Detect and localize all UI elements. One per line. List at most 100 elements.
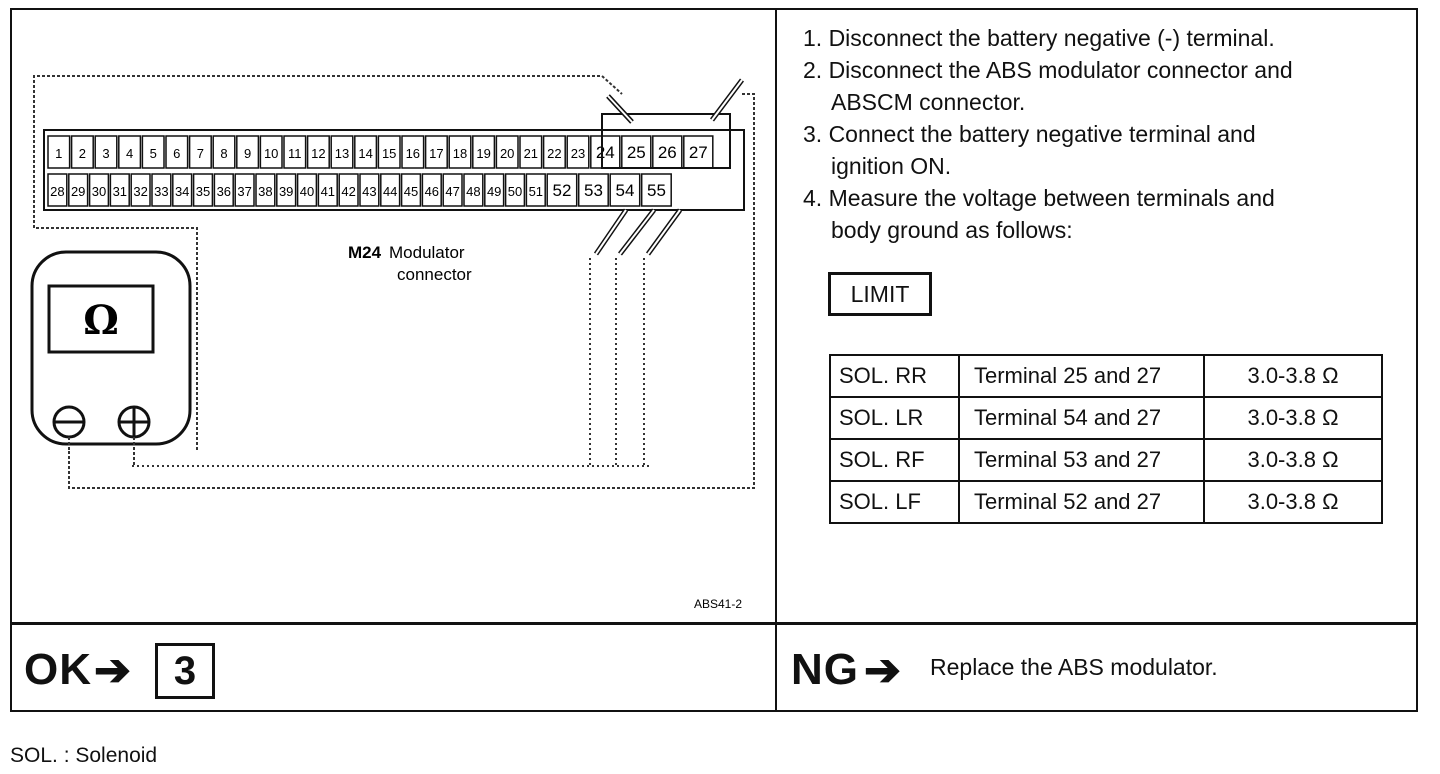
connector-pin-cell [317,173,338,207]
connector-pin-label: 24 [596,143,615,162]
ng-action: Replace the ABS modulator. [930,654,1218,680]
connector-pin-label: 4 [126,146,133,161]
connector-pin-cell [70,135,94,169]
connector-pin-cell [577,173,609,207]
connector-pin-cell [118,135,142,169]
connector-pin-cell [234,173,255,207]
ok-label: OK [24,645,92,694]
connector-pin-cell [448,135,472,169]
ng-arrow-icon: ➔ [864,646,902,695]
connector-pin-label: 5 [150,146,157,161]
connector-pin-cell [525,173,546,207]
connector-pin-label: 13 [335,146,349,161]
connector-pin-label: 27 [689,143,708,162]
resistance-limit-cell: 3.0-3.8 Ω [1203,438,1383,482]
connector-pin-label: 8 [220,146,227,161]
connector-pin-label: 37 [237,184,251,199]
connector-pin-label: 46 [425,184,439,199]
connector-pin-label: 25 [627,143,646,162]
connector-pin-cell [212,135,236,169]
connector-pin-label: 43 [362,184,376,199]
connector-pin-cell [94,135,118,169]
connector-pin-cell [377,135,401,169]
probe-lines [589,78,744,466]
connector-pin-label: 35 [196,184,210,199]
connector-pin-cell [421,173,442,207]
ng-label: NG [791,645,859,694]
connector-pin-cell [495,135,519,169]
connector-pin-cell [255,173,276,207]
connector-pin-label: 32 [133,184,147,199]
limit-label: LIMIT [828,272,932,316]
resistance-limit-cell: 3.0-3.8 Ω [1203,480,1383,524]
connector-pin-label: 7 [197,146,204,161]
connector-pin-label: 29 [71,184,85,199]
connector-pin-label: 20 [500,146,514,161]
horizontal-divider [10,622,1418,625]
connector-pin-label: 26 [658,143,677,162]
step-3-cont: ignition ON. [831,153,952,179]
connector-pin-label: 1 [55,146,62,161]
connector-pin-cell [172,173,193,207]
connector-pin-label: 3 [102,146,109,161]
connector-pin-label: 23 [571,146,585,161]
connector-pin-cell [504,173,526,207]
connector-pin-cell [542,135,566,169]
connector-pin-cell [484,173,505,207]
step-2-cont: ABSCM connector. [831,89,1026,115]
terminal-pair-cell: Terminal 52 and 27 [958,480,1205,524]
meter-symbol: Ω [83,297,119,344]
connector-pin-label: 16 [406,146,420,161]
solenoid-cell: SOL. LF [829,480,960,524]
connector-pin-label: 15 [382,146,396,161]
ok-arrow-icon: ➔ [94,646,132,695]
connector-pin-cell [192,173,214,207]
connector-pin-cell [68,173,89,207]
connector-pin-cell [47,173,68,207]
connector-pin-label: 52 [552,181,571,200]
connector-pin-label: 36 [217,184,231,199]
connector-pin-cell [424,135,448,169]
terminal-pair-cell: Terminal 25 and 27 [958,354,1205,398]
step-1: 1. Disconnect the battery negative (-) t… [803,25,1275,51]
connector-pin-label: 14 [358,146,372,161]
connector-pin-label: 17 [429,146,443,161]
vertical-divider [775,8,777,712]
connector-pin-cell [213,173,234,207]
connector-pin-cell [47,135,71,169]
probe-lead-core [647,209,681,255]
ohmmeter-icon: Ω [30,250,192,446]
resistance-limit-cell: 3.0-3.8 Ω [1203,354,1383,398]
solenoid-cell: SOL. RF [829,438,960,482]
resistance-limit-cell: 3.0-3.8 Ω [1203,396,1383,440]
connector-pin-cell [359,173,380,207]
connector-pin-label: 44 [383,184,397,199]
connector-name-2: connector [397,265,472,284]
connector-pin-cell [400,173,422,207]
connector-pin-cell [609,173,641,207]
connector-pin-cell [621,135,652,169]
probe-lead-core [595,209,627,255]
connector-id: M24 [348,243,382,262]
connector-pin-cell [165,135,189,169]
connector-pin-label: 45 [404,184,418,199]
connector-name-1: Modulator [389,243,465,262]
connector-pin-cell [472,135,496,169]
connector-pin-label: 6 [173,146,180,161]
outer-frame [10,8,1418,712]
connector-pin-cell [141,135,165,169]
connector-pin-cell [463,173,484,207]
harness-outline [33,75,623,450]
step-2: 2. Disconnect the ABS modulator connecto… [803,57,1293,83]
connector-pin-cell [380,173,401,207]
connector-pin-cell [401,135,425,169]
footnote: SOL. : Solenoid [10,744,158,767]
connector-pin-label: 54 [615,181,634,200]
solenoid-cell: SOL. LR [829,396,960,440]
connector-pin-label: 11 [288,146,302,161]
connector-pin-label: 31 [113,184,127,199]
connector-pin-cell [306,135,330,169]
connector-pin-label: 22 [547,146,561,161]
